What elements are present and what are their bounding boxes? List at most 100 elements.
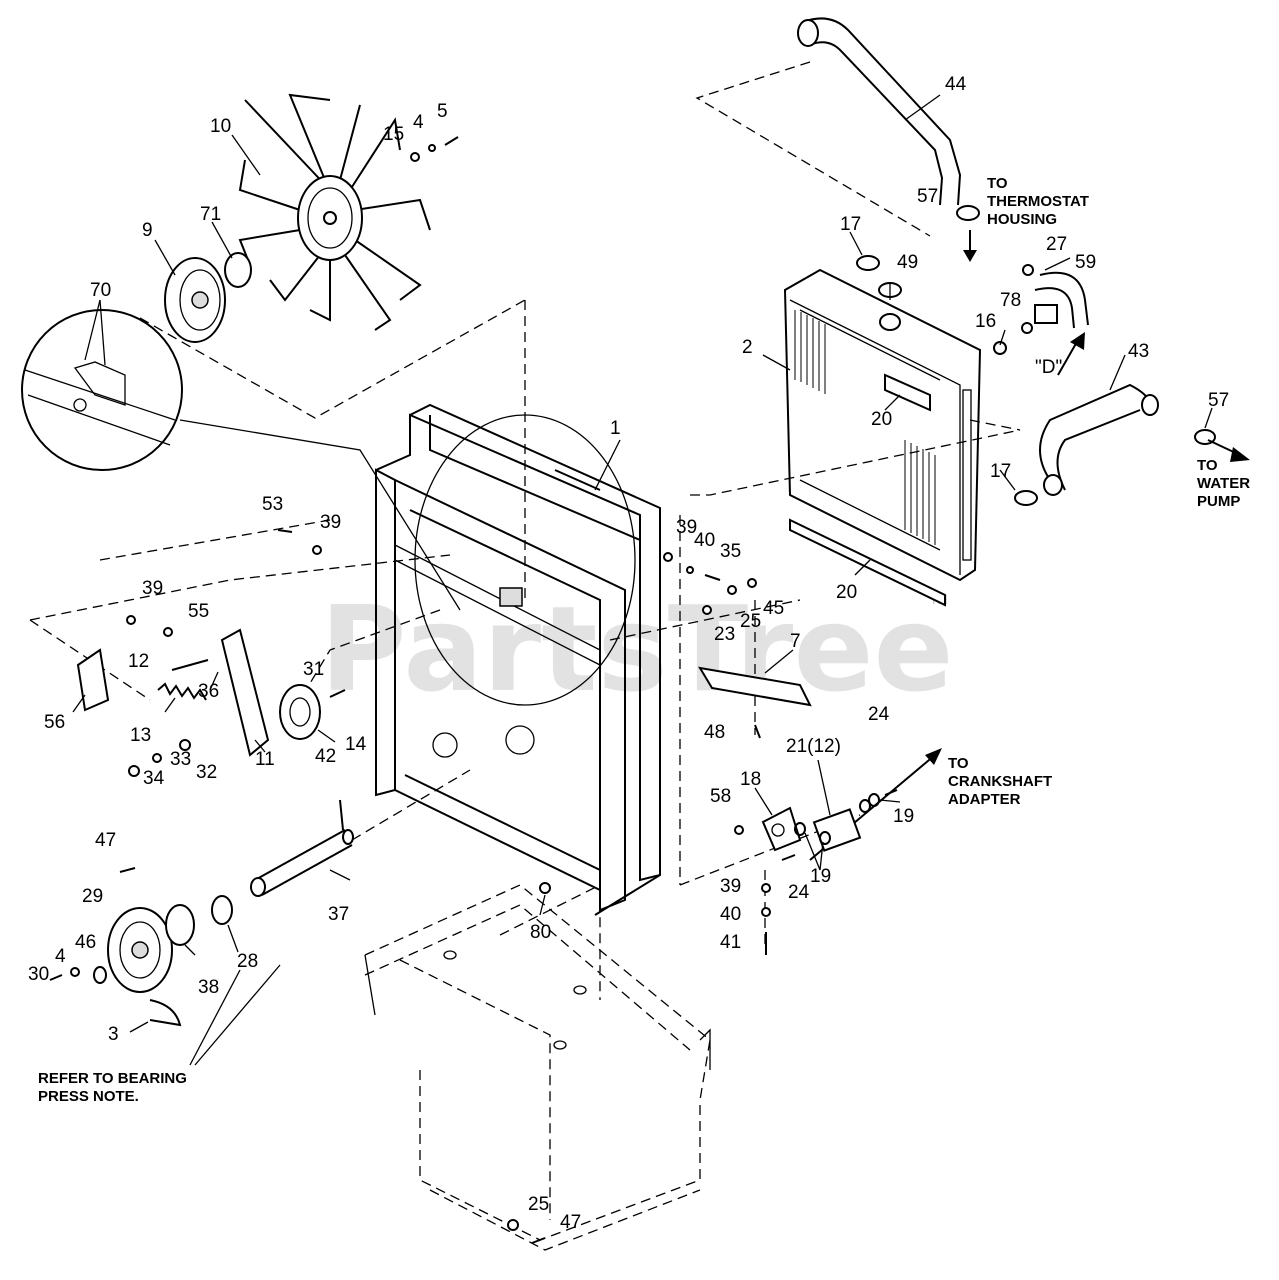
note-crankshaft: TO CRANKSHAFT ADAPTER — [948, 755, 1052, 808]
callout: 47 — [95, 830, 116, 851]
bearing-28 — [211, 895, 233, 925]
callout: 13 — [130, 725, 151, 746]
callout: 20 — [871, 409, 892, 430]
svg-text:REFER TO BEARING: REFER TO BEARING — [38, 1070, 187, 1087]
note-water-pump: TO WATER PUMP — [1197, 457, 1250, 510]
callout: 57 — [917, 186, 938, 207]
callout: 4 — [413, 112, 424, 133]
svg-text:TO: TO — [987, 175, 1008, 192]
callout: 39 — [720, 876, 741, 897]
drive-shaft-37 — [250, 769, 471, 897]
callout: 24 — [788, 882, 810, 903]
upper-radiator-hose — [797, 17, 962, 206]
callout: 29 — [82, 886, 103, 907]
callout: 24 — [868, 704, 890, 725]
callout: 25 — [740, 611, 761, 632]
callout: 30 — [28, 964, 49, 985]
leader-lines — [72, 94, 1213, 1066]
callout: 40 — [694, 530, 715, 551]
callout: 16 — [975, 311, 996, 332]
note-bearing-press: REFER TO BEARING PRESS NOTE. — [38, 1070, 187, 1105]
callout: 31 — [303, 659, 324, 680]
callout: 80 — [530, 922, 551, 943]
callout: 70 — [90, 280, 111, 301]
callout: 40 — [720, 904, 741, 925]
watermark: PartsTree — [320, 580, 954, 718]
callout: 59 — [1075, 252, 1096, 273]
svg-text:THERMOSTAT: THERMOSTAT — [987, 193, 1089, 210]
svg-text:PRESS NOTE.: PRESS NOTE. — [38, 1088, 139, 1105]
callout: 57 — [1208, 390, 1229, 411]
callout: 39 — [142, 578, 163, 599]
callout: 23 — [714, 624, 735, 645]
svg-text:ADAPTER: ADAPTER — [948, 791, 1021, 808]
callout: 71 — [200, 204, 221, 225]
callout: 45 — [763, 598, 784, 619]
callout: 28 — [237, 951, 258, 972]
svg-text:PUMP: PUMP — [1197, 493, 1240, 510]
callout: 38 — [198, 977, 219, 998]
callout: 11 — [255, 749, 275, 770]
callout: 17 — [840, 214, 861, 235]
crankshaft-adapter-parts — [734, 789, 898, 955]
callout: "D" — [1035, 357, 1062, 378]
svg-text:CRANKSHAFT: CRANKSHAFT — [948, 773, 1052, 790]
belt-3 — [149, 999, 182, 1027]
callout: 19 — [810, 866, 831, 887]
fan-spacer — [224, 252, 252, 288]
callout: 33 — [170, 749, 191, 770]
detail-view-70 — [21, 309, 461, 611]
hub-38 — [165, 904, 195, 946]
callout: 35 — [720, 541, 741, 562]
callout: 1 — [610, 418, 621, 439]
small-hardware — [126, 529, 761, 831]
callout: 4 — [55, 946, 66, 967]
callout: 14 — [345, 734, 367, 755]
callout: 47 — [560, 1212, 581, 1233]
idler-pulley-14 — [279, 684, 321, 740]
fan-pulley — [164, 257, 226, 343]
callout: 43 — [1128, 341, 1149, 362]
lower-radiator-hose — [1039, 383, 1159, 496]
callout: 17 — [990, 461, 1011, 482]
callout: 12 — [128, 651, 149, 672]
callout: 49 — [897, 252, 918, 273]
svg-text:WATER: WATER — [1197, 475, 1250, 492]
drive-pulley-29 — [107, 907, 173, 993]
drain-hose-assembly — [993, 264, 1089, 355]
callout: 37 — [328, 904, 349, 925]
callout: 48 — [704, 722, 725, 743]
callout: 3 — [108, 1024, 119, 1045]
radiator-shroud-frame — [375, 403, 661, 916]
callout: 25 — [528, 1194, 549, 1215]
callout: 7 — [790, 631, 801, 652]
callout: 5 — [437, 101, 448, 122]
callout: 39 — [676, 517, 697, 538]
callout: 18 — [740, 769, 761, 790]
radiator-core — [783, 268, 982, 582]
svg-text:TO: TO — [948, 755, 969, 772]
plate-7 — [698, 666, 812, 707]
radiator-mount-upper — [884, 373, 931, 412]
callout: 36 — [198, 681, 219, 702]
callout: 41 — [720, 932, 741, 953]
fan-hardware — [410, 136, 459, 162]
callout: 56 — [44, 712, 65, 733]
tensioner-spring-13 — [157, 682, 207, 701]
mounting-bracket-56 — [76, 648, 110, 712]
tensioner-arm-11 — [220, 628, 270, 757]
callout: 20 — [836, 582, 857, 603]
callout-labels: 44 5 4 15 10 71 9 70 57 17 49 27 59 78 1… — [28, 74, 1229, 1233]
callout: 10 — [210, 116, 231, 137]
callout: 46 — [75, 932, 96, 953]
callout: 21(12) — [786, 736, 841, 757]
callout: 39 — [320, 512, 341, 533]
callout: 27 — [1046, 234, 1067, 255]
assembly-guides — [29, 61, 1021, 950]
callout: 34 — [143, 768, 165, 789]
hose-clamps — [856, 205, 1216, 506]
callout: 15 — [383, 124, 404, 145]
callout: 55 — [188, 601, 209, 622]
callout: 32 — [196, 762, 217, 783]
